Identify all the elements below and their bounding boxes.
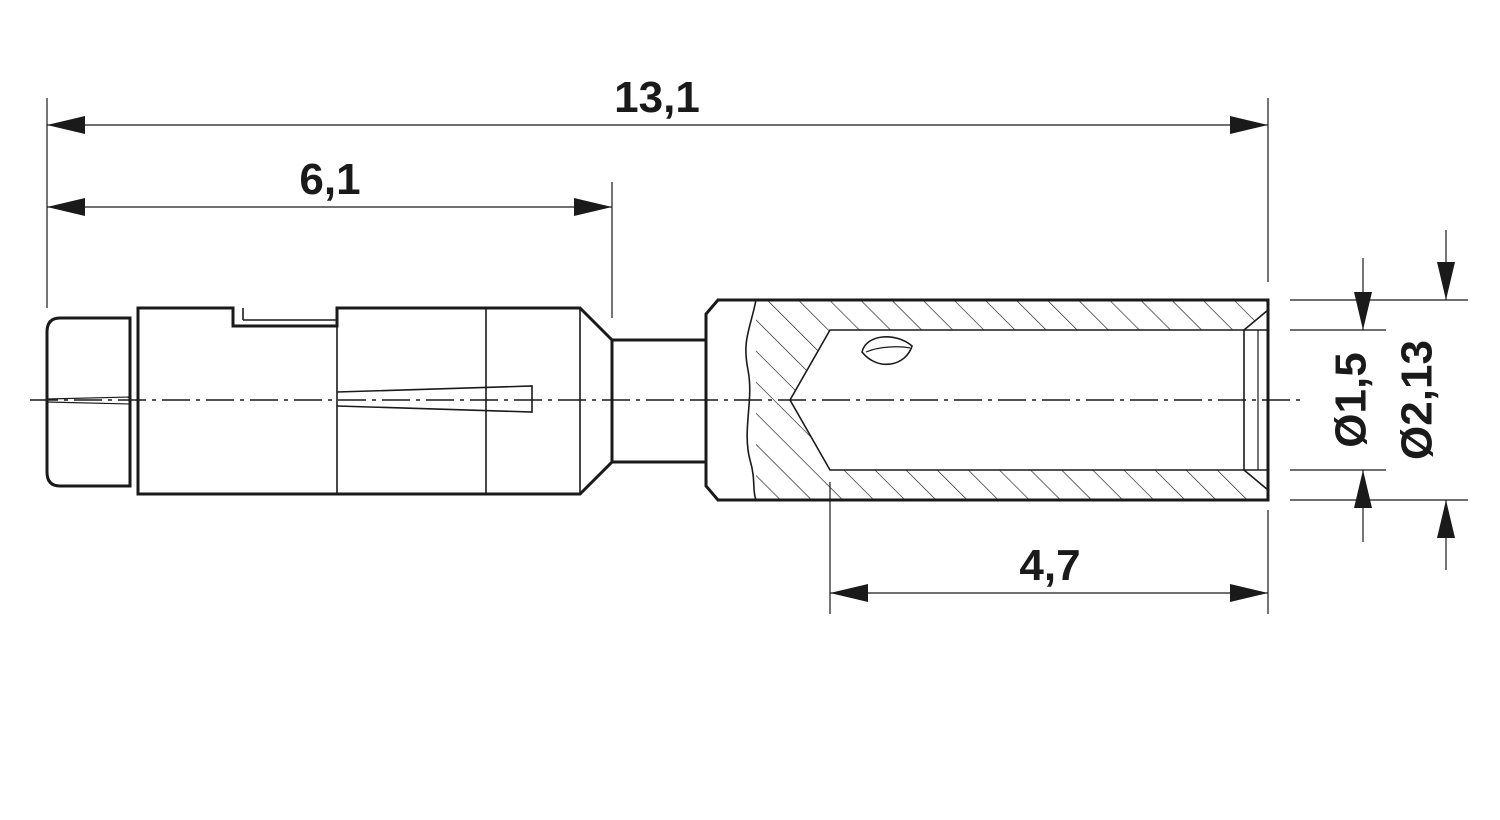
contact-rear-section [45,306,614,496]
contact-neck [612,338,706,464]
socket-outline [704,298,1270,502]
rear-cap-outline [45,316,132,488]
crimp-barrel-outline [136,306,614,496]
rear-length-label: 6,1 [299,155,360,204]
inner-diameter-label: Ø1,5 [1327,352,1376,447]
dimension-bore-depth: 4,7 [830,541,1268,602]
dimension-rear-length: 6,1 [47,155,612,216]
dimension-inner-diameter: Ø1,5 [1327,258,1376,542]
bore-entry-chamfer [1243,309,1269,491]
extension-lines [46,98,1468,614]
rear-cap-slit-lower [46,401,131,405]
socket-bore [789,329,1268,471]
section-break-line [745,299,757,501]
bore-depth-label: 4,7 [1019,541,1080,590]
contact-socket-section [704,298,1270,502]
inspection-hole-inner [865,346,911,353]
rear-cap-slit-upper [46,396,131,400]
overall-length-label: 13,1 [614,73,700,122]
outer-diameter-label: Ø2,13 [1393,340,1442,460]
dimension-overall-length: 13,1 [47,73,1268,134]
inspection-hole [861,336,913,366]
crimp-slot [336,385,533,413]
socket-section-hatch [756,300,1268,500]
dimension-outer-diameter: Ø2,13 [1393,230,1455,570]
